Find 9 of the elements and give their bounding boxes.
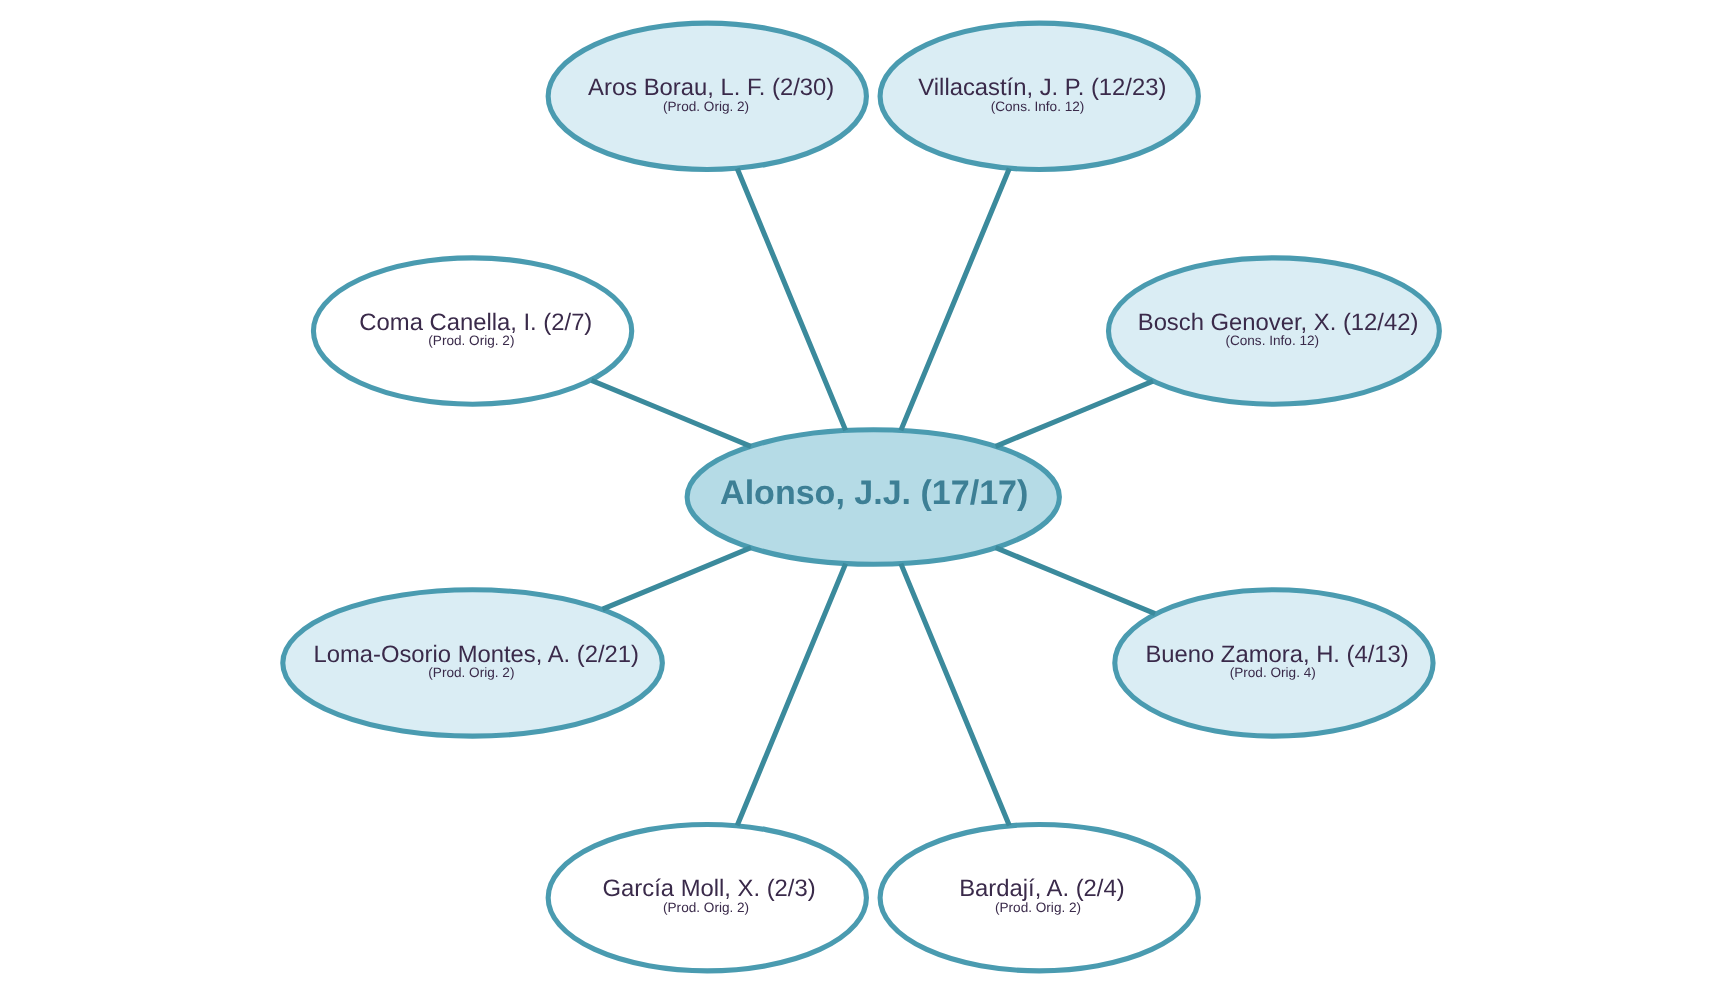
connector: [600, 545, 751, 612]
node-ellipse: Alonso, J.J. (17/17): [683, 427, 1061, 567]
connector: [897, 167, 1011, 432]
connector: [733, 562, 848, 827]
connector: [897, 562, 1011, 827]
connector: [993, 378, 1153, 449]
connector: [993, 545, 1155, 617]
connector: [589, 377, 751, 449]
connector: [733, 167, 848, 432]
